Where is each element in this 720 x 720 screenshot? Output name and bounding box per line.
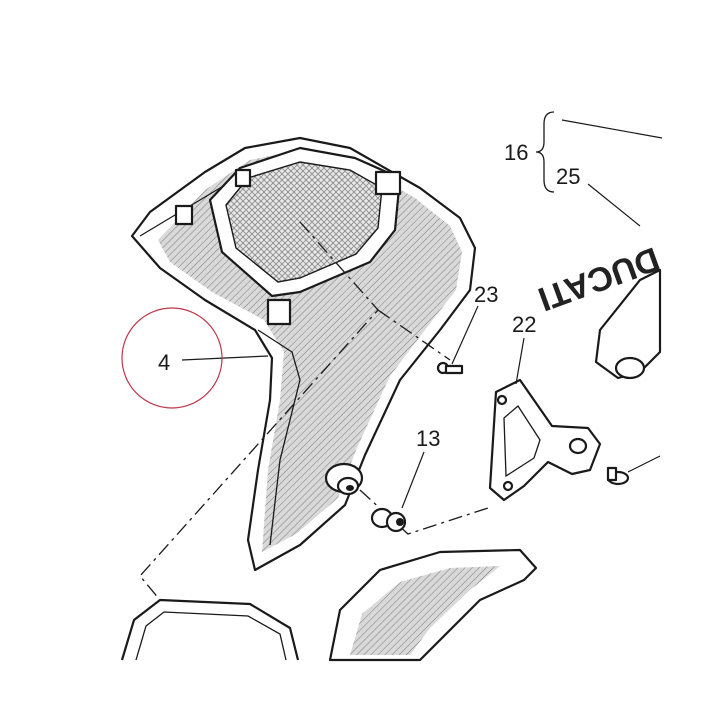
panel-grommet — [324, 462, 364, 496]
frame-clip-right — [374, 170, 402, 196]
lower-left-frame — [120, 598, 300, 661]
callout-25: 25 — [556, 164, 580, 189]
leader-22 — [515, 337, 525, 385]
leader-23 — [451, 305, 479, 365]
frame-clip-top — [234, 168, 252, 188]
callout-23: 23 — [474, 282, 498, 307]
callout-16: 16 — [504, 140, 528, 165]
lower-fairing-piece — [328, 548, 538, 662]
highlight-circle — [121, 307, 223, 409]
callout-22: 22 — [512, 312, 536, 337]
push-rivet — [606, 455, 661, 486]
screw-23 — [436, 361, 464, 375]
callout-4: 4 — [158, 350, 170, 375]
leader-4 — [181, 355, 269, 361]
leader-25 — [587, 183, 641, 227]
window-frame — [174, 146, 402, 326]
rubber-grommet-13 — [370, 507, 407, 533]
decal-assembly: DUCATI — [533, 239, 664, 380]
frame-clip-left — [174, 204, 194, 226]
leader-16 — [561, 119, 663, 139]
assembly-lines — [139, 221, 489, 661]
frame-clip-bottom — [266, 298, 292, 326]
leader-13 — [401, 451, 425, 509]
callout-13: 13 — [416, 426, 440, 451]
bracket-22 — [488, 378, 602, 502]
group-brace — [535, 111, 555, 193]
